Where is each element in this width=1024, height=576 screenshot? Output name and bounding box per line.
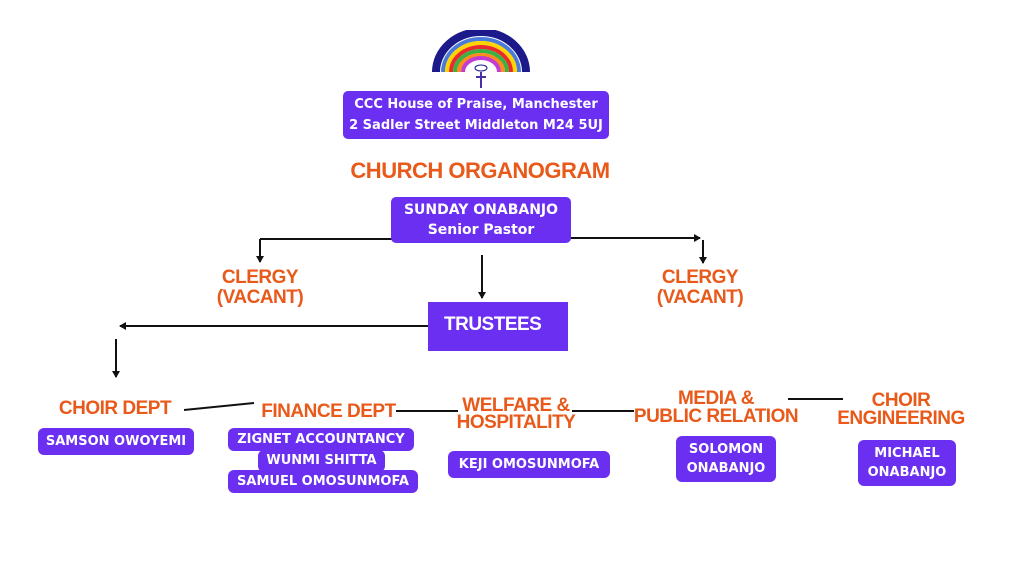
finance-member-2: WUNMI SHITTA bbox=[266, 453, 377, 468]
pastor-name: SUNDAY ONABANJO bbox=[403, 202, 559, 218]
church-name: CCC House of Praise, Manchester bbox=[354, 97, 598, 112]
engineering-line2: ENGINEERING bbox=[837, 408, 965, 429]
finance-member-3: SAMUEL OMOSUNMOFA bbox=[237, 474, 409, 489]
pastor-role: Senior Pastor bbox=[427, 222, 535, 238]
media-member-line1: SOLOMON bbox=[688, 442, 764, 457]
finance-member-box-1: ZIGNET ACCOUNTANCY bbox=[228, 428, 414, 451]
engineering-member-line1: MICHAEL bbox=[874, 446, 940, 461]
welfare-line1: WELFARE & bbox=[462, 395, 570, 416]
finance-member-box-2: WUNMI SHITTA bbox=[258, 450, 385, 472]
choir-member: SAMSON OWOYEMI bbox=[45, 434, 187, 449]
engineering-dept-title: CHOIR ENGINEERING bbox=[826, 390, 976, 429]
media-line2: PUBLIC RELATION bbox=[633, 406, 799, 427]
page-title: CHURCH ORGANOGRAM bbox=[350, 158, 610, 183]
choir-dept-title: CHOIR DEPT bbox=[58, 398, 172, 419]
engineering-line1: CHOIR bbox=[871, 390, 931, 411]
engineering-member-line2: ONABANJO bbox=[867, 465, 947, 480]
media-line1: MEDIA & bbox=[677, 388, 755, 409]
finance-member-box-3: SAMUEL OMOSUNMOFA bbox=[228, 470, 418, 493]
clergy-left-line2: (VACANT) bbox=[216, 287, 304, 308]
trustees-box: TRUSTEES bbox=[428, 302, 568, 351]
church-logo bbox=[432, 28, 530, 90]
media-member-line2: ONABANJO bbox=[686, 461, 766, 476]
clergy-right-line1: CLERGY bbox=[661, 267, 739, 288]
welfare-member-box: KEJI OMOSUNMOFA bbox=[448, 451, 610, 478]
senior-pastor-box: SUNDAY ONABANJO Senior Pastor bbox=[391, 197, 571, 243]
clergy-right: CLERGY (VACANT) bbox=[630, 268, 770, 308]
choir-member-box: SAMSON OWOYEMI bbox=[38, 428, 194, 455]
media-dept-title: MEDIA & PUBLIC RELATION bbox=[626, 388, 806, 427]
finance-member-1: ZIGNET ACCOUNTANCY bbox=[237, 432, 405, 447]
welfare-line2: HOSPITALITY bbox=[456, 412, 576, 433]
trustees-label: TRUSTEES bbox=[444, 314, 542, 335]
finance-dept-title: FINANCE DEPT bbox=[261, 401, 396, 422]
clergy-right-line2: (VACANT) bbox=[656, 287, 744, 308]
welfare-dept-title: WELFARE & HOSPITALITY bbox=[446, 395, 586, 433]
church-info-box: CCC House of Praise, Manchester 2 Sadler… bbox=[343, 91, 609, 139]
choir-finance-line bbox=[183, 402, 255, 411]
welfare-member: KEJI OMOSUNMOFA bbox=[458, 457, 600, 472]
engineering-member-box: MICHAEL ONABANJO bbox=[858, 440, 956, 486]
clergy-left-line1: CLERGY bbox=[221, 267, 299, 288]
clergy-left: CLERGY (VACANT) bbox=[190, 268, 330, 308]
church-address: 2 Sadler Street Middleton M24 5UJ bbox=[349, 118, 603, 133]
media-member-box: SOLOMON ONABANJO bbox=[676, 436, 776, 482]
